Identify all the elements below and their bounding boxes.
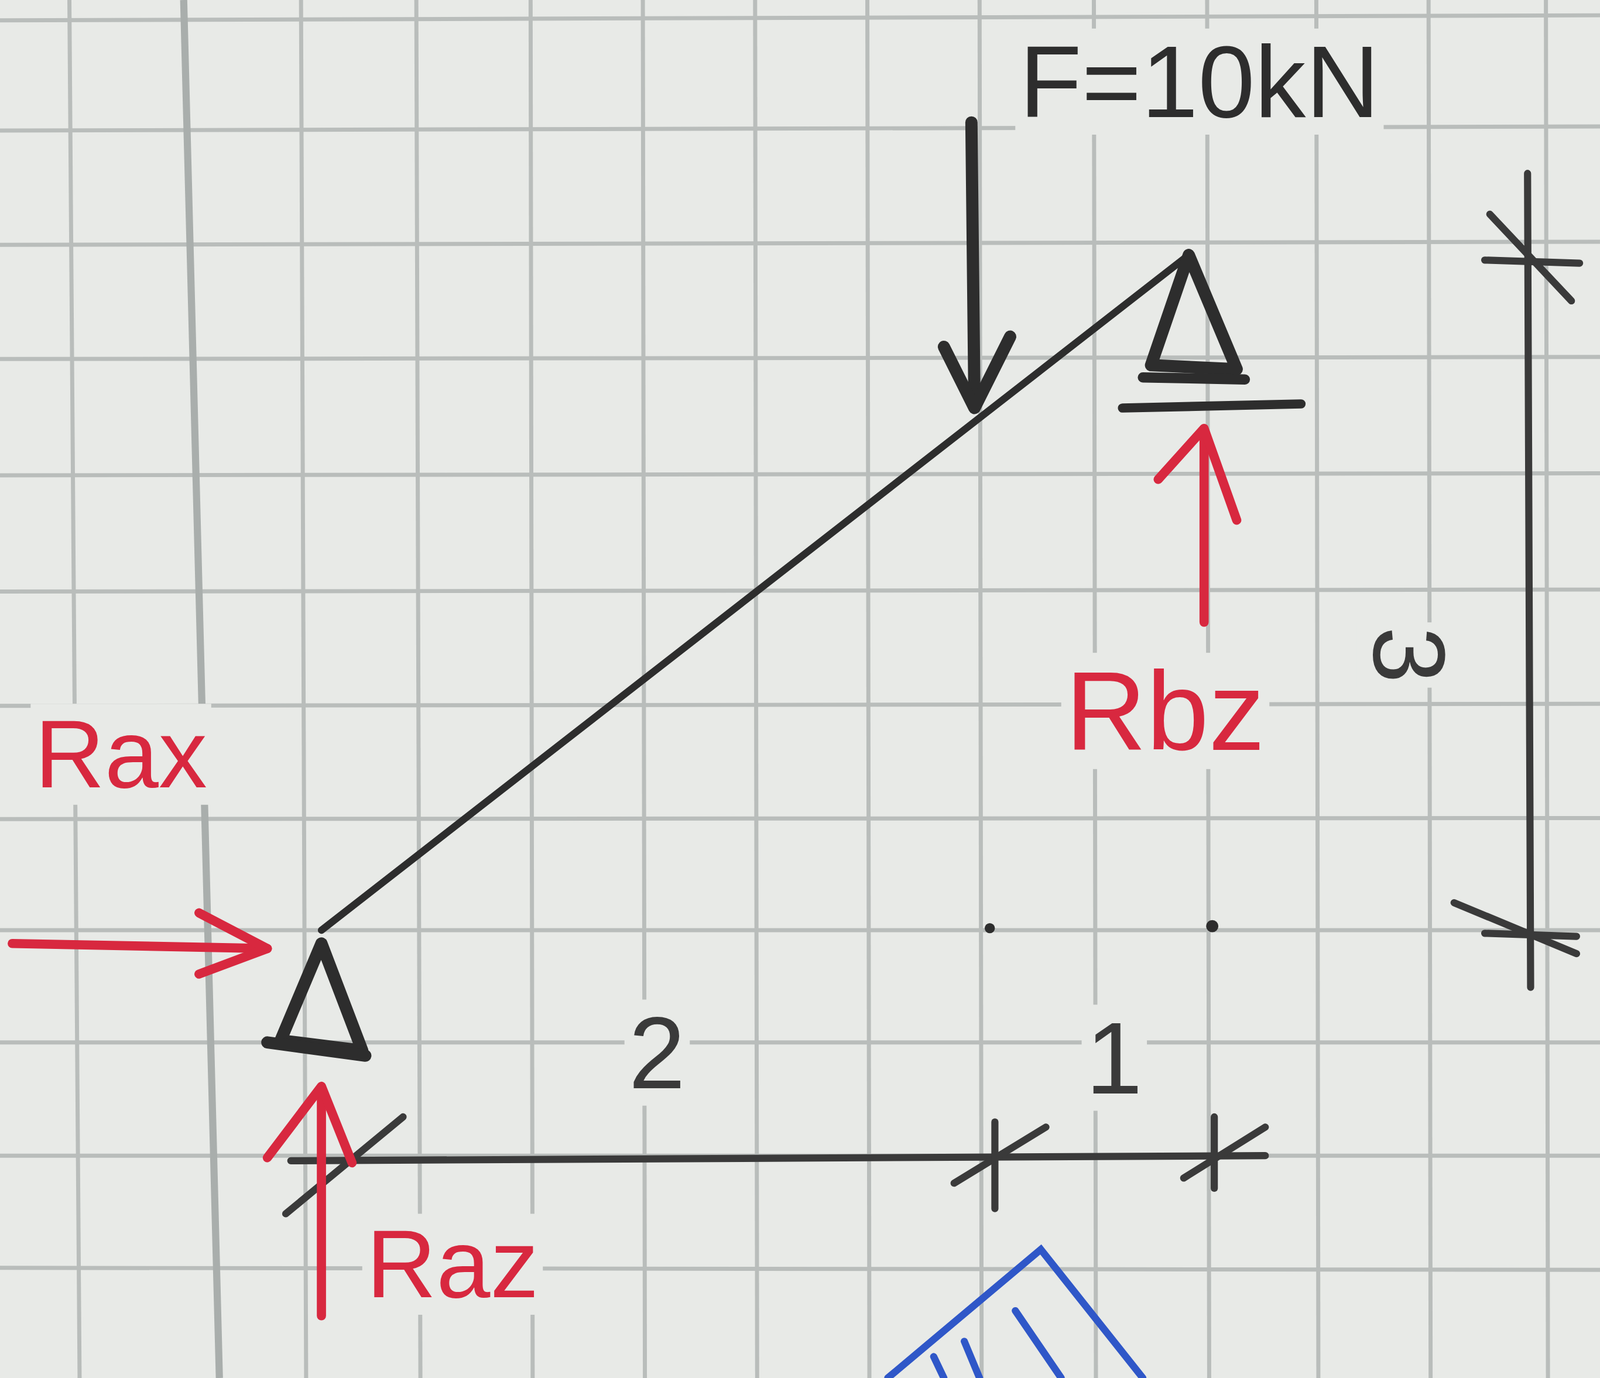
roller-ground	[1122, 403, 1301, 409]
beam	[321, 255, 1190, 931]
reaction-arrows	[12, 428, 1238, 1317]
force-label: F=10kN	[1015, 28, 1384, 135]
dimension-label: 3	[1357, 622, 1464, 688]
dimension-label: 2	[624, 999, 690, 1106]
reaction-arrow-ax	[12, 943, 268, 949]
reaction-label: Raz	[362, 1213, 543, 1315]
structure	[267, 122, 1302, 1056]
roller-support-b	[1150, 255, 1237, 370]
reaction-label: Rbz	[1061, 652, 1270, 770]
reaction-arrow-az	[316, 1089, 327, 1317]
dimension-lines	[285, 173, 1580, 1214]
force-arrow	[971, 122, 975, 406]
blue-hatch	[887, 1249, 1143, 1378]
dimension-label: 1	[1081, 1004, 1147, 1111]
reaction-label: Rax	[30, 703, 211, 805]
margin-line	[183, 0, 220, 1378]
reaction-arrow-b	[1199, 433, 1209, 623]
pin-support-a	[280, 943, 362, 1051]
